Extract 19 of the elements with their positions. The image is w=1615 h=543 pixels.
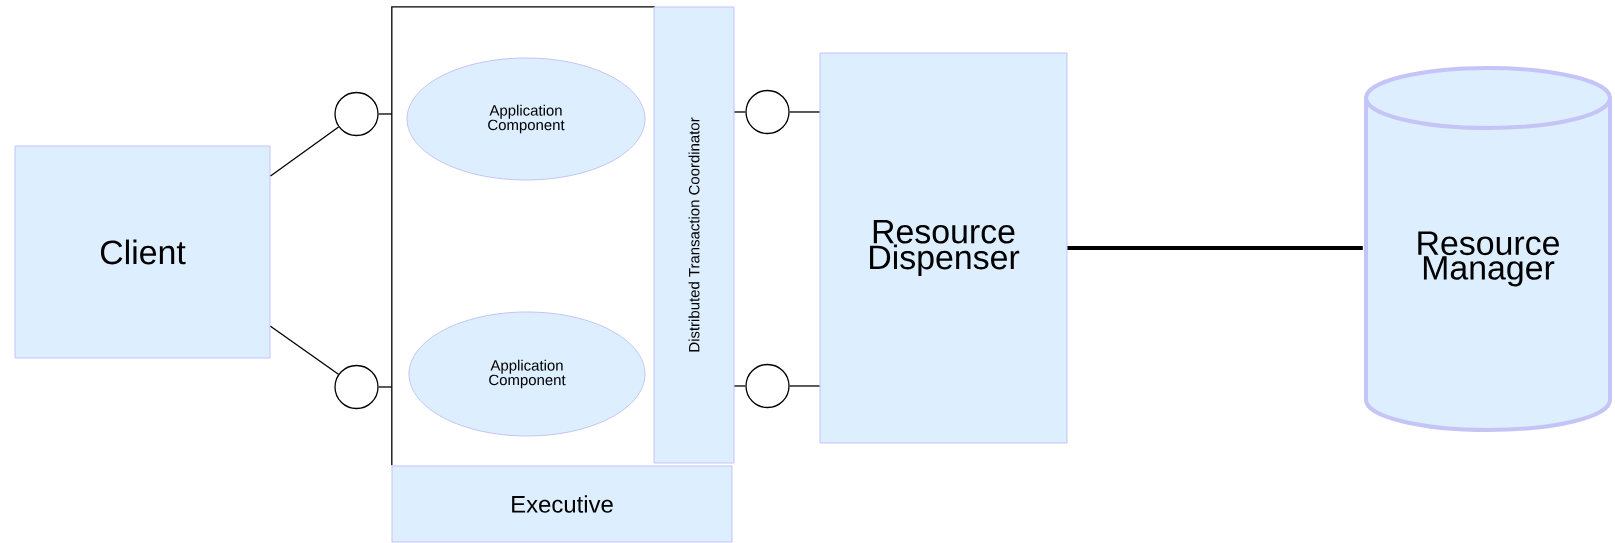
connector-line: [1067, 246, 1363, 250]
coordinator-bar: Distributed Transaction Coordinator: [653, 6, 735, 464]
container-frame: [391, 6, 656, 466]
connector-line: [269, 126, 340, 177]
process-box: Client: [14, 145, 271, 359]
connector-line: [789, 385, 821, 387]
interface-circle: [334, 364, 379, 410]
connector-line: [733, 385, 746, 387]
connector-line: [378, 386, 393, 388]
connector-line: [789, 111, 821, 113]
interface-circle: [745, 363, 790, 409]
database-cylinder: Resource Manager: [1364, 66, 1612, 432]
connector-line: [269, 325, 340, 375]
connector-line: [733, 111, 746, 113]
process-box: Executive: [391, 465, 733, 543]
interface-circle: [745, 89, 790, 135]
process-box: Resource Dispenser: [819, 52, 1068, 444]
interface-circle: [334, 91, 379, 137]
connector-line: [378, 113, 393, 115]
